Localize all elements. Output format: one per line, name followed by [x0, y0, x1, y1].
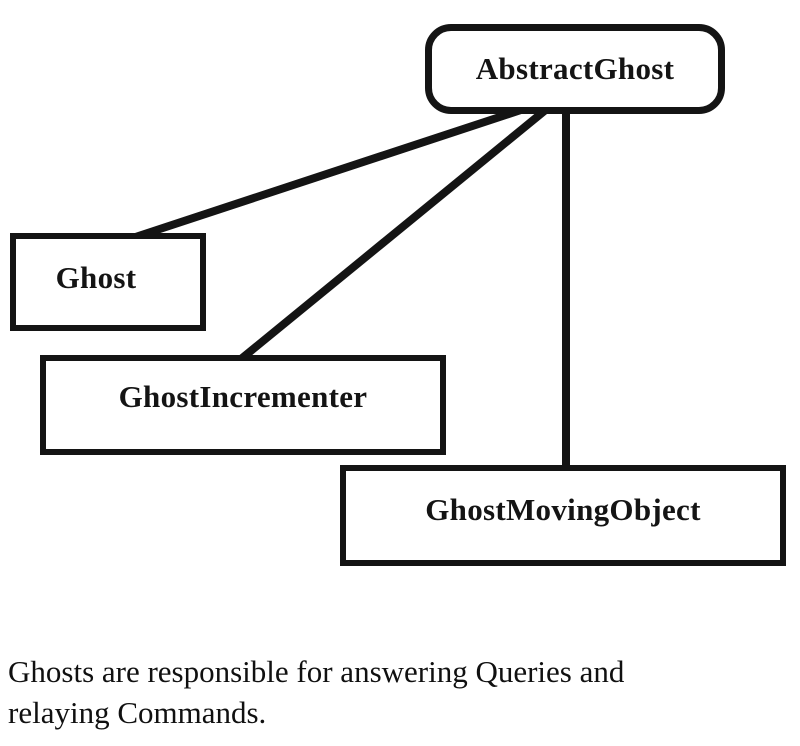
- node-abstractghost-label: AbstractGhost: [475, 51, 675, 86]
- node-abstractghost: AbstractGhost: [425, 24, 725, 114]
- node-ghostmovingobject-label: GhostMovingObject: [425, 491, 701, 527]
- caption-line-1: Ghosts are responsible for answering Que…: [8, 654, 625, 689]
- edge-abstractghost-to-ghost: [94, 104, 529, 254]
- node-ghostmovingobject: GhostMovingObject: [340, 465, 786, 566]
- node-ghost-label: Ghost: [55, 260, 137, 295]
- edge-abstractghost-to-ghostincrementer: [227, 104, 551, 372]
- caption: Ghosts are responsible for answering Que…: [8, 652, 624, 734]
- node-ghostincrementer: GhostIncrementer: [40, 355, 446, 455]
- node-ghost: Ghost: [10, 233, 206, 331]
- caption-line-2: relaying Commands.: [8, 694, 267, 730]
- node-ghostincrementer-label: GhostIncrementer: [118, 379, 368, 414]
